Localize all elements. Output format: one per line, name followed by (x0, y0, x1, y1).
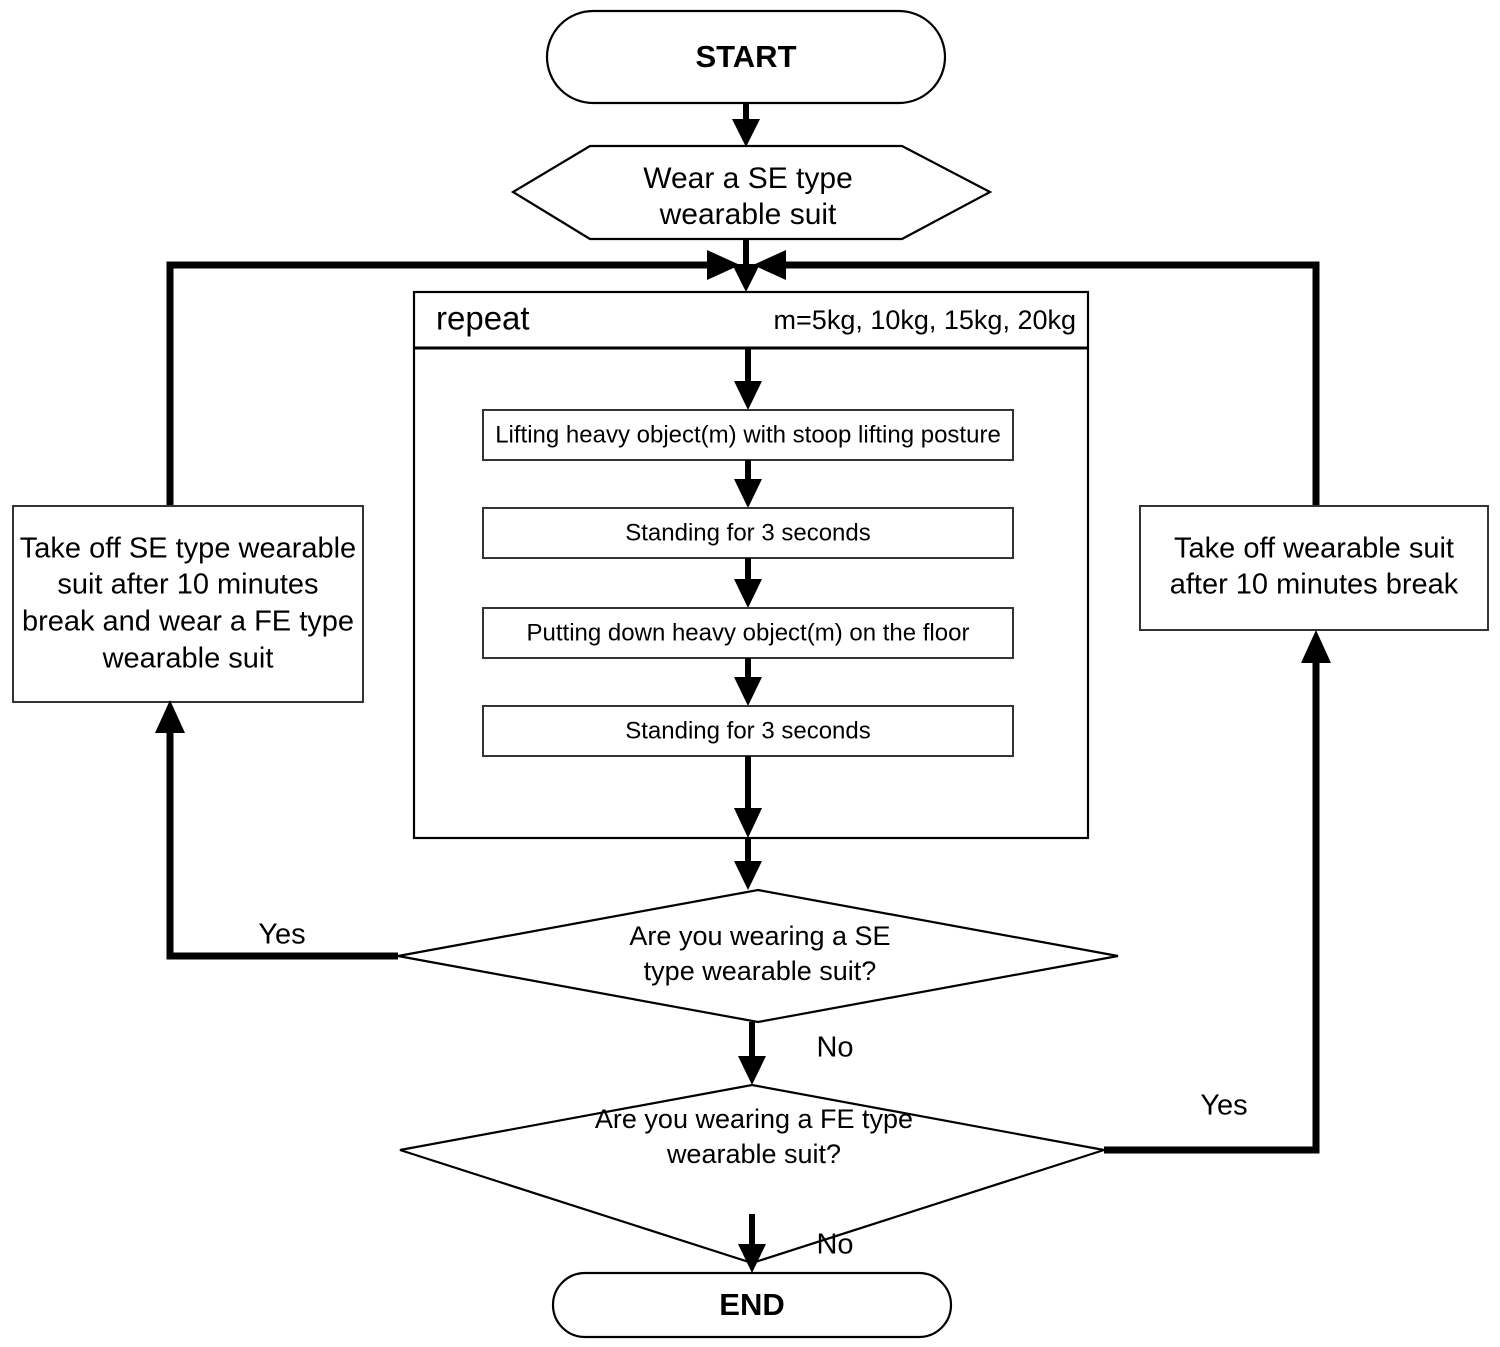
right-process-line-1: Take off wearable suit (1174, 533, 1454, 565)
arrow-step3-to-step4 (734, 658, 762, 706)
arrow-repeat-to-decision-se (734, 838, 762, 890)
left-process-box[interactable]: Take off SE type wearable suit after 10 … (12, 505, 364, 703)
decision-fe-wearable-suit[interactable]: Are you wearing a FE type wearable suit? (399, 1083, 1105, 1265)
branch-se-yes (155, 700, 398, 960)
branch-fe-yes (1104, 630, 1331, 1154)
repeat-keyword-label: repeat (436, 300, 530, 337)
repeat-parameters-label: m=5kg, 10kg, 15kg, 20kg (774, 305, 1076, 335)
process-step-2-label: Standing for 3 seconds (625, 519, 871, 546)
branch-fe-no (738, 1214, 766, 1273)
end-terminal[interactable]: END (551, 1271, 953, 1339)
left-process-line-4: wearable suit (102, 643, 274, 675)
right-process-box[interactable]: Take off wearable suit after 10 minutes … (1139, 505, 1489, 631)
decision-se-yes-label: Yes (258, 919, 305, 951)
right-process-line-2: after 10 minutes break (1170, 569, 1459, 601)
arrow-repeat-to-step1 (734, 349, 762, 410)
process-step-2[interactable]: Standing for 3 seconds (482, 507, 1014, 559)
left-process-line-1: Take off SE type wearable (20, 533, 356, 565)
decision-fe-line2: wearable suit? (666, 1139, 841, 1169)
left-process-line-2: suit after 10 minutes (57, 569, 318, 601)
arrow-step2-to-step3 (734, 558, 762, 608)
left-process-line-3: break and wear a FE type (22, 606, 354, 638)
process-step-3-label: Putting down heavy object(m) on the floo… (527, 619, 970, 646)
arrow-start-to-hex (732, 103, 760, 147)
decision-fe-line1: Are you wearing a FE type (595, 1104, 913, 1134)
start-terminal[interactable]: START (545, 9, 947, 105)
right-process-box-shape (1139, 505, 1489, 631)
start-terminal-label: START (695, 39, 796, 74)
arrow-step4-to-repeat-exit (734, 756, 762, 838)
process-step-4-label: Standing for 3 seconds (625, 717, 871, 744)
decision-se-wearable-suit[interactable]: Are you wearing a SE type wearable suit? (397, 888, 1119, 1024)
decision-se-line2: type wearable suit? (644, 956, 877, 986)
process-step-1-label: Lifting heavy object(m) with stoop lifti… (495, 421, 1001, 448)
loop-left-return (166, 250, 740, 506)
decision-se-line1: Are you wearing a SE (629, 921, 890, 951)
process-step-1[interactable]: Lifting heavy object(m) with stoop lifti… (482, 409, 1014, 461)
input-hexagon[interactable]: Wear a SE type wearable suit (510, 144, 993, 241)
arrow-step1-to-step2 (734, 460, 762, 508)
process-step-4-shape (482, 705, 1014, 757)
process-step-3[interactable]: Putting down heavy object(m) on the floo… (482, 607, 1014, 659)
process-step-4[interactable]: Standing for 3 seconds (482, 705, 1014, 757)
input-hexagon-line1: Wear a SE type (643, 162, 853, 195)
decision-se-shape (397, 888, 1119, 1024)
end-terminal-shape (551, 1271, 953, 1339)
decision-fe-no-label: No (816, 1229, 853, 1261)
input-hexagon-line2: wearable suit (659, 198, 837, 231)
loop-right-return (753, 250, 1320, 506)
process-step-3-shape (482, 607, 1014, 659)
decision-fe-yes-label: Yes (1200, 1090, 1247, 1122)
input-hexagon-shape (510, 144, 993, 241)
branch-se-no (738, 1022, 766, 1085)
decision-se-no-label: No (816, 1032, 853, 1064)
end-terminal-label: END (719, 1287, 784, 1322)
left-process-box-shape (12, 505, 364, 703)
arrow-hex-to-repeat (732, 239, 760, 292)
